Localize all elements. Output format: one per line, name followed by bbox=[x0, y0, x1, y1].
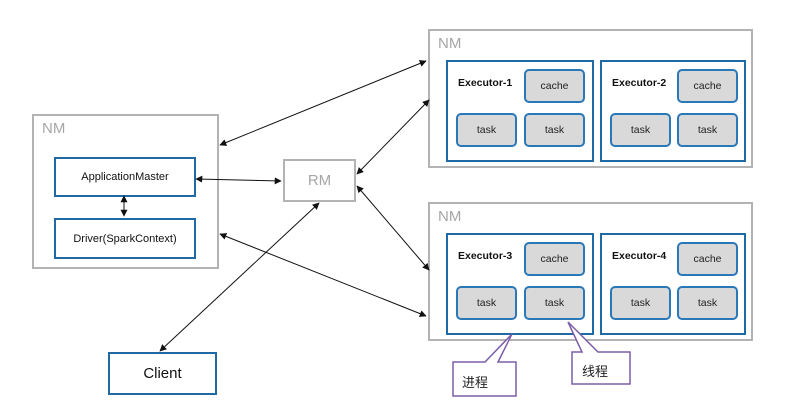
executor-1-task-2: task bbox=[524, 113, 585, 147]
executor-2-task-1: task bbox=[610, 113, 671, 147]
executor-3: Executor-3 cache task task bbox=[446, 233, 594, 335]
executor-1: Executor-1 cache task task bbox=[446, 60, 594, 162]
application-master-box: ApplicationMaster bbox=[54, 157, 196, 197]
callout-process-text: 进程 bbox=[462, 376, 489, 391]
rm-box: RM bbox=[283, 159, 356, 202]
executor-3-title: Executor-3 bbox=[458, 250, 513, 262]
nm-left-label: NM bbox=[42, 120, 66, 137]
executor-3-task-2: task bbox=[524, 286, 585, 320]
executor-4-task-1: task bbox=[610, 286, 671, 320]
executor-4-cache: cache bbox=[677, 242, 738, 276]
executor-2-task-2: task bbox=[677, 113, 738, 147]
executor-1-task-1: task bbox=[456, 113, 517, 147]
executor-1-cache: cache bbox=[524, 69, 585, 103]
client-box: Client bbox=[108, 352, 217, 395]
rm-label: RM bbox=[307, 172, 332, 189]
arrow-nm-left-to-nm-top bbox=[219, 60, 427, 146]
nm-top-right-label: NM bbox=[438, 35, 462, 52]
driver-label: Driver(SparkContext) bbox=[73, 232, 177, 245]
driver-box: Driver(SparkContext) bbox=[54, 218, 196, 259]
application-master-label: ApplicationMaster bbox=[81, 171, 169, 183]
executor-4-task-2: task bbox=[677, 286, 738, 320]
nm-left: NM ApplicationMaster Driver(SparkContext… bbox=[32, 114, 219, 269]
client-label: Client bbox=[143, 365, 182, 382]
executor-1-title: Executor-1 bbox=[458, 77, 513, 89]
arrow-rm-to-nm-top bbox=[356, 99, 430, 175]
arrow-rm-to-nm-bottom bbox=[356, 185, 430, 271]
callout-thread-text: 线程 bbox=[582, 365, 609, 380]
nm-top-right: NM Executor-1 cache task task Executor-2… bbox=[428, 29, 753, 168]
executor-3-cache: cache bbox=[524, 242, 585, 276]
arrow-nm-left-to-nm-bottom bbox=[219, 233, 427, 317]
executor-2-cache: cache bbox=[677, 69, 738, 103]
executor-2-title: Executor-2 bbox=[612, 77, 667, 89]
nm-bottom-right: NM Executor-3 cache task task Executor-4… bbox=[428, 202, 753, 341]
executor-4-title: Executor-4 bbox=[612, 250, 667, 262]
executor-3-task-1: task bbox=[456, 286, 517, 320]
executor-4: Executor-4 cache task task bbox=[600, 233, 746, 335]
executor-2: Executor-2 cache task task bbox=[600, 60, 746, 162]
nm-bottom-right-label: NM bbox=[438, 208, 462, 225]
